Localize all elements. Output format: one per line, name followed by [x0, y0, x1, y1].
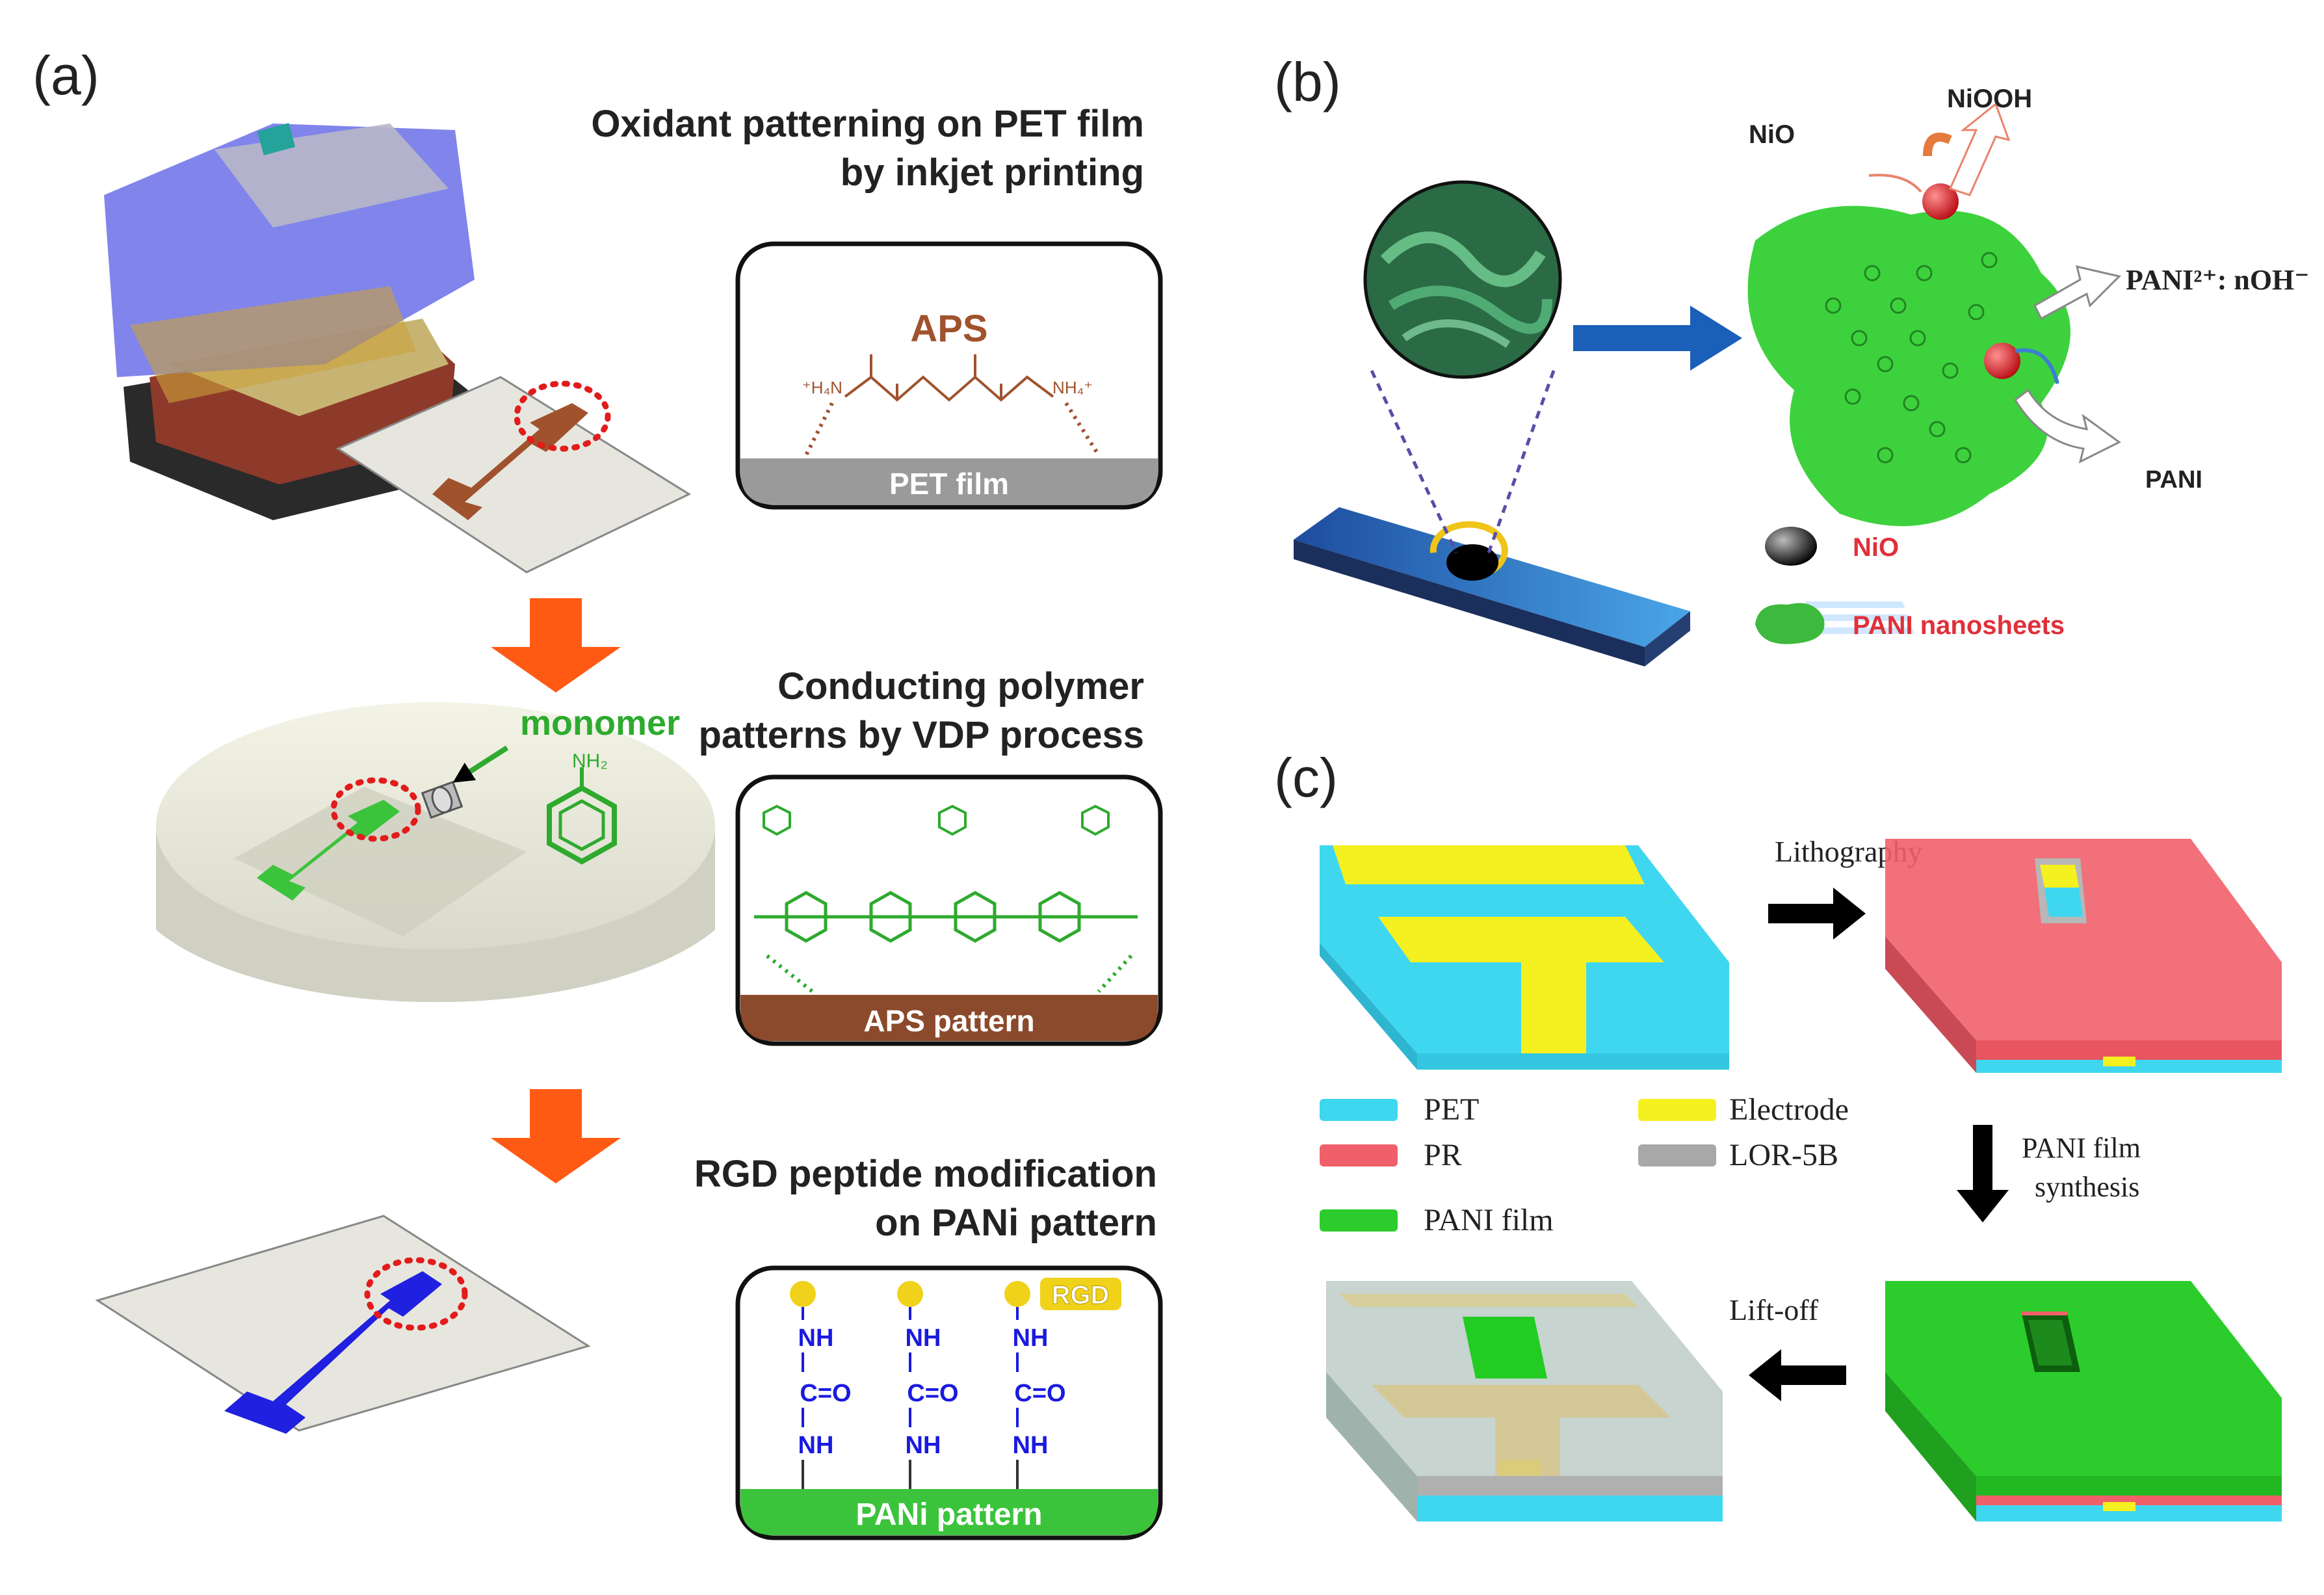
legend-lor-swatch	[1638, 1144, 1716, 1167]
step2-title-line1: Conducting polymer	[777, 665, 1144, 707]
pani-synthesis-label-line2: synthesis	[2035, 1171, 2139, 1203]
sensor-strip-illustration	[1294, 507, 1914, 666]
nio-particle-icon	[1922, 183, 1959, 220]
carbonyl-label: C=O	[800, 1380, 851, 1407]
pet-sheet-aps	[335, 376, 692, 573]
rgd-bead-icon	[790, 1281, 816, 1307]
aps-pattern-label: APS pattern	[863, 1004, 1034, 1038]
legend-nio-swatch	[1765, 527, 1817, 566]
vdp-chamber-illustration	[156, 702, 715, 1003]
aps-label: APS	[910, 308, 987, 350]
step2-title-line2: patterns by VDP process	[698, 714, 1144, 756]
rgd-tag-badge	[1040, 1278, 1121, 1310]
step3-title-line1: RGD peptide modification	[694, 1153, 1157, 1195]
legend-pr-swatch	[1320, 1144, 1398, 1167]
nh-label: NH	[1013, 1325, 1049, 1352]
nh-label: NH	[798, 1325, 834, 1352]
nio-top-label: NiO	[1749, 120, 1795, 149]
nh-label: NH	[906, 1325, 941, 1352]
carbonyl-label: C=O	[907, 1380, 958, 1407]
legend-pet-label: PET	[1424, 1092, 1479, 1127]
peptide-chain-3: NH C=O NH	[1013, 1307, 1066, 1489]
pani-pattern-label: PANi pattern	[855, 1497, 1042, 1532]
nh-label: NH	[1013, 1432, 1049, 1459]
amine-group-label: NH₂	[572, 750, 608, 772]
carbonyl-label: C=O	[1014, 1380, 1065, 1407]
aniline-monomers-icon	[763, 804, 1110, 836]
pani-label: PANI	[2145, 466, 2202, 494]
material-legend: PET Electrode PR LOR-5B PANI film	[1320, 1092, 1849, 1237]
niooh-arrow-icon	[1948, 102, 2011, 196]
rgd-bead-icon	[1004, 1281, 1030, 1307]
panel-c: (c) Lithography PET Elect	[1274, 747, 2282, 1522]
pani-charge-arrow-icon	[2033, 265, 2121, 321]
nio-particle-icon	[1984, 343, 2020, 379]
pani-arrow-icon	[2014, 388, 2121, 464]
blue-curved-arrow-icon	[2015, 348, 2059, 384]
monomer-label: monomer	[520, 704, 680, 743]
aps-structure-icon	[804, 354, 1101, 456]
pet-film-label: PET film	[889, 467, 1009, 501]
monomer-source-icon	[421, 780, 463, 819]
step1-title-line1: Oxidant patterning on PET film	[591, 103, 1144, 145]
niooh-label: NiOOH	[1947, 85, 2032, 113]
nh-label: NH	[798, 1432, 834, 1459]
panel-a-label: (a)	[33, 45, 99, 106]
device-pr-coated	[1885, 839, 2282, 1073]
rgd-tag-label: RGD	[1052, 1281, 1110, 1310]
legend-pet-swatch	[1320, 1099, 1398, 1121]
step1-title-line2: by inkjet printing	[841, 152, 1144, 194]
legend-nanosheets-label: PANI nanosheets	[1853, 611, 2065, 640]
nh-label: NH	[906, 1432, 941, 1459]
pani-synthesis-label-line1: PANI film	[2022, 1132, 2141, 1164]
legend-electrode-swatch	[1638, 1099, 1716, 1121]
legend-pani-swatch	[1320, 1209, 1398, 1232]
pani-rgd-sheet	[95, 1215, 591, 1434]
peptide-chain-1: NH C=O NH	[798, 1307, 852, 1489]
panel-c-label: (c)	[1274, 747, 1338, 808]
arrow-left-icon	[1749, 1349, 1846, 1401]
orange-curved-arrow-icon	[1923, 133, 1952, 157]
panel-a: (a) Oxidant patterning on PET film by in…	[33, 45, 1163, 1540]
arrow-down-icon-2	[491, 1089, 621, 1183]
device-final	[1326, 1281, 1723, 1522]
rgd-on-pani-box: PANi pattern RGD NH C=O NH NH C=O	[735, 1265, 1163, 1540]
rgd-bead-icon	[897, 1281, 923, 1307]
left-ammonium-ion: ⁺H₄N	[802, 378, 842, 397]
lift-off-label: Lift-off	[1729, 1293, 1819, 1326]
legend-nanosheet-swatch	[1755, 603, 1825, 644]
legend-pani-label: PANI film	[1424, 1203, 1554, 1237]
aniline-structure-icon	[547, 767, 617, 865]
arrow-down-icon	[491, 598, 621, 692]
device-electrode-on-pet	[1320, 845, 1729, 1070]
legend-electrode-label: Electrode	[1729, 1092, 1849, 1127]
pani-charge-label: PANI²⁺: nOH⁻	[2126, 264, 2310, 296]
legend-nio-label: NiO	[1853, 533, 1899, 562]
arrow-right-icon	[1768, 888, 1866, 940]
polyaniline-chain-icon	[754, 891, 1138, 994]
aps-on-pet-box: PET film APS ⁺H₄N NH₄⁺	[735, 241, 1163, 510]
pani-nanosheet-illustration	[1747, 183, 2070, 527]
legend-lor-label: LOR-5B	[1729, 1138, 1838, 1172]
arrow-right-icon	[1573, 306, 1742, 371]
right-ammonium-ion: NH₄⁺	[1052, 378, 1093, 397]
peptide-chain-2: NH C=O NH	[906, 1307, 959, 1489]
arrow-down-icon	[1957, 1125, 2009, 1222]
sem-zoom-circle	[1363, 180, 1562, 554]
device-pani-coated	[1885, 1281, 2282, 1522]
panel-b: (b)	[1274, 51, 2314, 709]
pani-on-aps-box: APS pattern	[735, 774, 1163, 1046]
legend-pr-label: PR	[1424, 1138, 1462, 1172]
step3-title-line2: on PANi pattern	[875, 1202, 1157, 1244]
panel-b-label: (b)	[1274, 51, 1341, 112]
